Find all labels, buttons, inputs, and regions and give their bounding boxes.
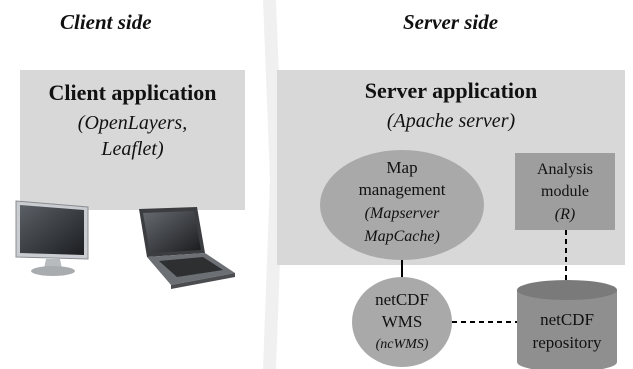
netcdf-repository-node (517, 280, 617, 369)
map-management-line1: Map (386, 158, 418, 177)
desktop-monitor-icon (15, 200, 89, 276)
client-application-title: Client application (48, 80, 217, 105)
client-application-box: Client application (OpenLayers, Leaflet) (20, 70, 245, 210)
map-management-node (320, 150, 484, 260)
analysis-module-line2: module (541, 183, 589, 200)
client-side-heading: Client side (60, 10, 152, 34)
analysis-module-line3: (R) (554, 206, 576, 223)
analysis-module-node (515, 153, 615, 230)
netcdf-wms-node (352, 277, 452, 367)
server-side-heading: Server side (403, 10, 499, 34)
netcdf-wms-line2: WMS (381, 312, 423, 331)
laptop-icon (139, 207, 235, 289)
map-management-line4: MapCache) (364, 228, 440, 245)
netcdf-repository-line1: netCDF (540, 310, 594, 329)
analysis-module-line1: Analysis (537, 161, 593, 178)
netcdf-wms-line3: (ncWMS) (375, 337, 429, 352)
client-application-line1: (OpenLayers, (77, 112, 188, 134)
netcdf-wms-line1: netCDF (375, 290, 429, 309)
server-application-subtitle: (Apache server) (386, 110, 516, 132)
map-management-line2: management (358, 180, 446, 199)
map-management-line3: (Mapserver (364, 205, 440, 222)
netcdf-repository-line2: repository (532, 333, 602, 352)
server-application-title: Server application (364, 78, 538, 103)
client-application-line2: Leaflet) (101, 138, 164, 160)
